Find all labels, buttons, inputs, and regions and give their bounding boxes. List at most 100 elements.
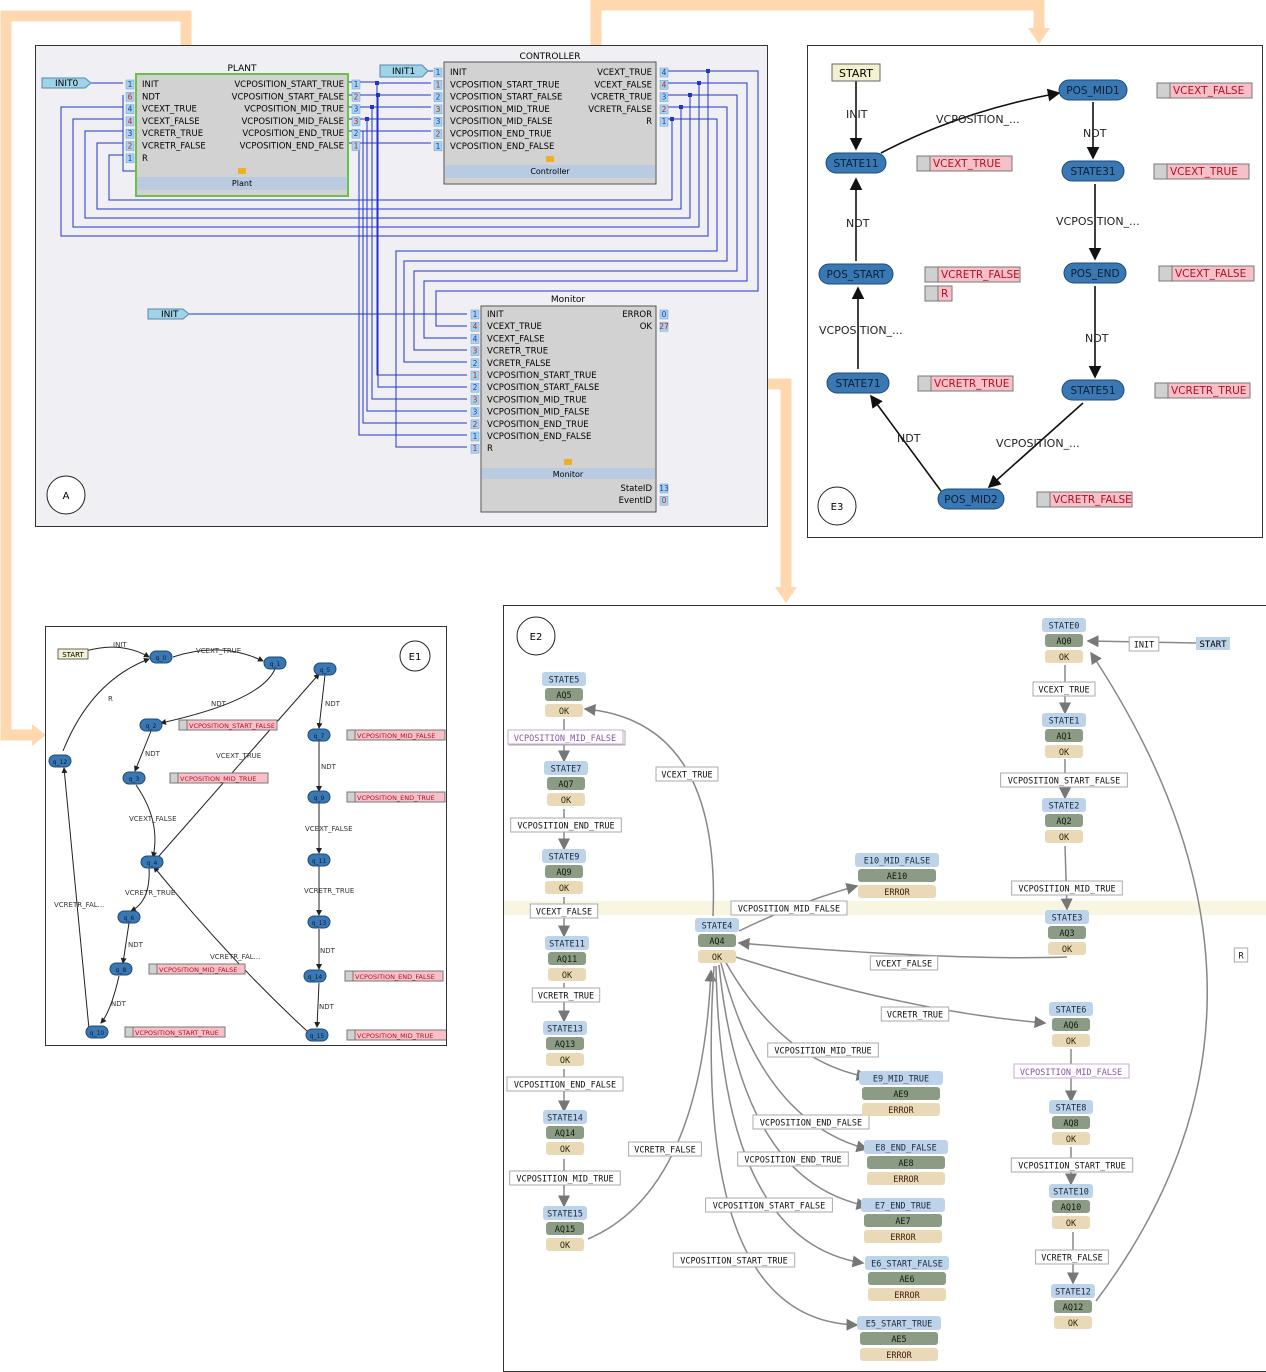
svg-text:1: 1 bbox=[473, 310, 478, 319]
e1-node-8[interactable]: q_8 bbox=[109, 962, 133, 976]
svg-text:VCPOSITION_START_FALSE: VCPOSITION_START_FALSE bbox=[1008, 777, 1121, 787]
svg-text:VCPOSITION_...: VCPOSITION_... bbox=[819, 324, 903, 337]
e1-node-7[interactable]: q_7 bbox=[307, 728, 331, 742]
e1-node-11[interactable]: q_11 bbox=[307, 853, 331, 867]
svg-text:1: 1 bbox=[354, 80, 359, 89]
svg-text:NDT: NDT bbox=[211, 700, 227, 708]
svg-text:VCRETR_TRUE: VCRETR_TRUE bbox=[1171, 385, 1246, 397]
svg-text:13: 13 bbox=[659, 484, 669, 493]
panel-e3-badge bbox=[817, 486, 857, 526]
svg-text:AE5: AE5 bbox=[891, 1335, 906, 1345]
e1-output-6: VCPOSITION_END_FALSE bbox=[344, 970, 444, 982]
e1-node-5[interactable]: q_5 bbox=[313, 662, 337, 676]
e1-node-4[interactable]: q_4 bbox=[140, 855, 164, 869]
svg-text:VCRETR_FALSE: VCRETR_FALSE bbox=[941, 269, 1020, 281]
svg-text:VCPOSITION_MID_FALSE: VCPOSITION_MID_FALSE bbox=[450, 117, 553, 127]
svg-text:ERROR: ERROR bbox=[884, 888, 910, 898]
svg-text:OK: OK bbox=[560, 1056, 571, 1066]
svg-text:INIT: INIT bbox=[113, 641, 127, 649]
svg-text:VCPOSITION_END_FALSE: VCPOSITION_END_FALSE bbox=[760, 1119, 862, 1129]
svg-text:1: 1 bbox=[436, 80, 441, 89]
e1-node-15[interactable]: q_15 bbox=[305, 1028, 329, 1042]
svg-text:3: 3 bbox=[473, 395, 478, 404]
svg-text:STATE3: STATE3 bbox=[1052, 914, 1083, 924]
svg-text:2: 2 bbox=[436, 130, 441, 139]
e1-node-10[interactable]: q_10 bbox=[85, 1025, 109, 1039]
svg-text:E6_START_FALSE: E6_START_FALSE bbox=[871, 1260, 943, 1270]
svg-text:STATE14: STATE14 bbox=[547, 1114, 583, 1124]
svg-text:R: R bbox=[108, 695, 113, 703]
e2-edge-label-2: VCPOSITION_START_FALSE bbox=[1000, 772, 1128, 788]
svg-text:VCEXT_FALSE: VCEXT_FALSE bbox=[1175, 268, 1246, 280]
svg-text:VCRETR_TRUE: VCRETR_TRUE bbox=[142, 129, 203, 139]
e1-node-0[interactable]: q_0 bbox=[149, 650, 173, 664]
e1-edge-labels: INIT VCEXT_TRUE NDT R NDT VCEXT_TRUE VCE… bbox=[54, 641, 354, 1011]
svg-text:OK: OK bbox=[1062, 945, 1073, 955]
svg-text:AE7: AE7 bbox=[895, 1217, 910, 1227]
e1-node-14[interactable]: q_14 bbox=[303, 969, 327, 983]
e1-node-12[interactable]: q_12 bbox=[48, 754, 72, 768]
svg-text:E9_MID_TRUE: E9_MID_TRUE bbox=[873, 1075, 929, 1085]
flow-arrow-e1-head bbox=[32, 724, 46, 746]
svg-text:VCPOSITION_END_TRUE: VCPOSITION_END_TRUE bbox=[450, 130, 552, 140]
e3-graph: INIT VCPOSITION_... NDT NDT VCPOSITION_.… bbox=[817, 63, 1255, 526]
e1-node-1[interactable]: q_1 bbox=[263, 656, 287, 670]
e1-node-6[interactable]: q_6 bbox=[117, 910, 141, 924]
e1-node-9[interactable]: q_9 bbox=[307, 790, 331, 804]
svg-text:NDT: NDT bbox=[320, 947, 336, 955]
svg-text:VCPOSITION_END_TRUE: VCPOSITION_END_TRUE bbox=[357, 794, 435, 802]
e1-node-2[interactable]: q_2 bbox=[139, 718, 163, 732]
svg-text:STATE5: STATE5 bbox=[549, 676, 580, 686]
svg-text:1: 1 bbox=[473, 444, 478, 453]
svg-text:AQ15: AQ15 bbox=[555, 1225, 575, 1235]
svg-text:q_14: q_14 bbox=[308, 974, 323, 981]
e1-node-13[interactable]: q_13 bbox=[307, 915, 331, 929]
svg-text:VCPOSITION_END_FALSE: VCPOSITION_END_FALSE bbox=[450, 142, 554, 152]
e1-node-3[interactable]: q_3 bbox=[122, 771, 146, 785]
svg-text:q_7: q_7 bbox=[314, 733, 325, 740]
svg-text:q_6: q_6 bbox=[124, 915, 135, 922]
svg-text:INIT: INIT bbox=[142, 80, 159, 90]
svg-text:NDT: NDT bbox=[142, 92, 161, 102]
svg-text:VCEXT_FALSE: VCEXT_FALSE bbox=[876, 960, 932, 970]
svg-text:AQ2: AQ2 bbox=[1056, 817, 1071, 827]
svg-text:VCPOSITION_END_TRUE: VCPOSITION_END_TRUE bbox=[242, 129, 344, 139]
